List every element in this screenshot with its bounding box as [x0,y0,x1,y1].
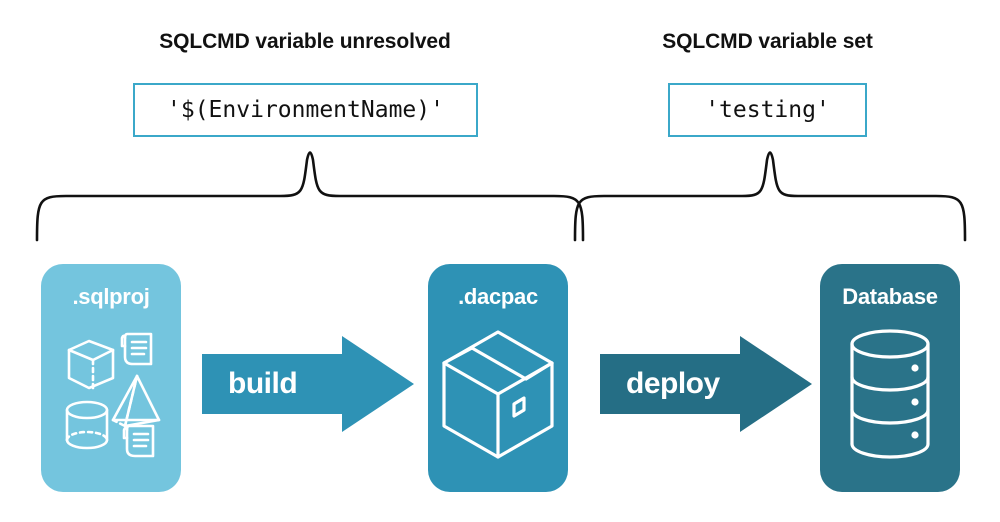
deploy-arrow-shape [600,336,812,432]
pyramid-wireframe-icon [111,374,161,428]
curly-brace-left [35,151,585,242]
package-box-icon [442,330,554,459]
stage-label-dacpac: .dacpac [458,284,538,309]
scroll-document-icon [122,424,155,458]
cube-wireframe-icon [67,339,115,390]
sqlproj-artwork [65,332,161,458]
cylinder-wireframe-icon [65,400,109,450]
stage-box-database[interactable]: Database [820,264,960,492]
stage-label-database: Database [842,284,938,309]
stage-label-sqlproj: .sqlproj [72,284,150,309]
heading-sqlcmd-unresolved: SQLCMD variable unresolved [159,30,451,53]
arrow-build[interactable]: build [202,332,414,436]
heading-sqlcmd-set: SQLCMD variable set [662,30,873,53]
arrow-deploy[interactable]: deploy [600,332,812,436]
code-chip-environment-name: '$(EnvironmentName)' [133,83,478,137]
database-status-dots [911,364,919,439]
code-chip-testing: 'testing' [668,83,867,137]
curly-brace-right [573,151,967,242]
database-cylinder-icon [850,329,930,459]
scroll-document-icon [120,332,153,366]
database-artwork [850,329,930,459]
stage-box-dacpac[interactable]: .dacpac [428,264,568,492]
build-arrow-shape [202,336,414,432]
stage-box-sqlproj[interactable]: .sqlproj [41,264,181,492]
dacpac-artwork [442,330,554,459]
